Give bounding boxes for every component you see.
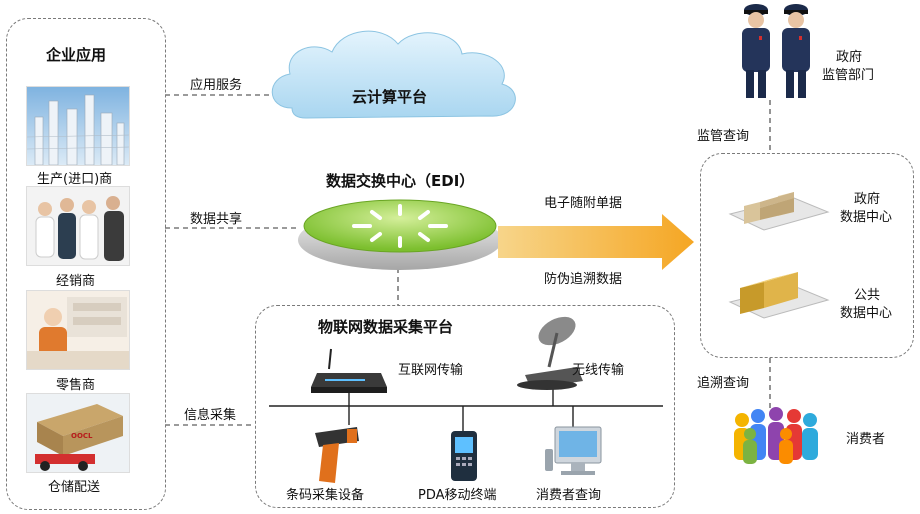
iot-panel (255, 305, 675, 508)
cloud-shape (271, 30, 516, 119)
data-center-2-line1: 公共 (854, 288, 881, 303)
data-flow-arrow (498, 214, 694, 270)
government-label-line1: 政府 (836, 50, 863, 65)
data-sharing-label: 数据共享 (190, 212, 243, 227)
info-collection-label: 信息采集 (184, 408, 237, 423)
enterprise-item-label-1: 生产(进口)商 (37, 172, 113, 187)
wireless-transmission-label: 无线传输 (572, 363, 625, 378)
public-data-center-icon (728, 272, 830, 319)
officer-1 (742, 4, 770, 98)
traceability-data-label: 防伪追溯数据 (544, 272, 623, 287)
pda-device-icon (451, 431, 477, 481)
edi-hub (298, 199, 502, 270)
data-center-1-line2: 数据中心 (840, 210, 893, 225)
iot-device-label-2: PDA移动终端 (418, 488, 497, 503)
edi-title: 数据交换中心（EDI） (326, 172, 475, 190)
consumers-group-icon (734, 407, 818, 464)
factory-image (26, 86, 130, 166)
application-service-label: 应用服务 (190, 78, 243, 93)
retail-image (26, 290, 130, 370)
enterprise-title: 企业应用 (46, 46, 107, 64)
data-centers-panel (700, 153, 914, 358)
consumers-label: 消费者 (846, 432, 886, 447)
svg-text:OOCL: OOCL (71, 432, 93, 440)
officer-2 (782, 4, 810, 98)
government-officers-icon (742, 4, 810, 98)
internet-transmission-label: 互联网传输 (398, 363, 464, 378)
supervision-query-label: 监管查询 (697, 129, 750, 144)
data-center-1-line1: 政府 (854, 192, 881, 207)
enterprise-item-label-3: 零售商 (56, 378, 96, 393)
satellite-dish-icon (517, 316, 583, 390)
computer-icon (545, 426, 602, 475)
iot-device-label-1: 条码采集设备 (286, 488, 365, 503)
electronic-documents-label: 电子随附单据 (544, 196, 623, 211)
government-label-line2: 监管部门 (822, 68, 875, 83)
business-people-image (26, 186, 130, 266)
data-center-2-line2: 数据中心 (840, 306, 893, 321)
router-icon (311, 348, 387, 393)
traceability-query-label: 追溯查询 (697, 376, 750, 391)
enterprise-item-label-4: 仓储配送 (48, 480, 101, 495)
warehouse-forklift-image: OOCL (26, 393, 130, 473)
cloud-platform-label: 云计算平台 (352, 88, 428, 106)
iot-network (269, 316, 663, 483)
iot-device-label-3: 消费者查询 (536, 488, 602, 503)
government-data-center-icon (728, 192, 830, 231)
iot-title: 物联网数据采集平台 (318, 318, 454, 336)
enterprise-panel (6, 18, 166, 510)
barcode-scanner-icon (315, 427, 359, 483)
enterprise-item-label-2: 经销商 (56, 274, 96, 289)
